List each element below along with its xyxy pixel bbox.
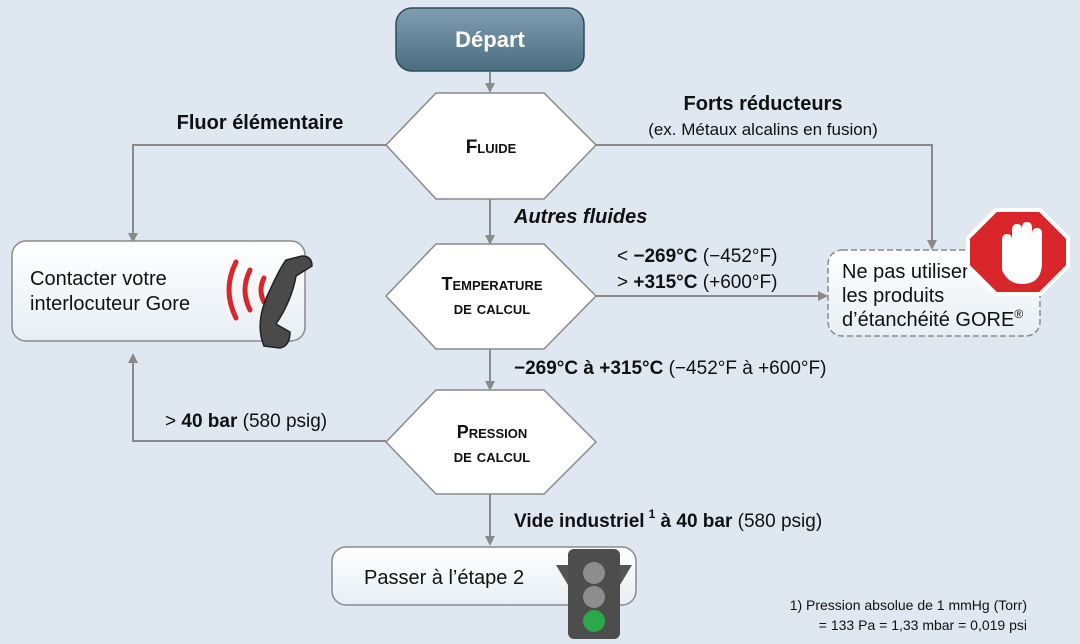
label-other-fluids: Autres fluides: [513, 206, 647, 228]
label-temp-range: −269°C à +315°C (−452°F à +600°F): [514, 358, 826, 379]
edge-pressure-contact: [128, 353, 386, 442]
label-temp-high: > +315°C (+600°F): [617, 272, 777, 293]
label-pressure-high: > 40 bar (580 psig): [165, 411, 327, 432]
decision-temperature-line2: de calcul: [454, 298, 531, 318]
decision-temperature: Temperature de calcul: [384, 243, 598, 350]
stop-line1: Ne pas utiliser: [842, 261, 969, 283]
label-strong-reducers: Forts réducteurs: [684, 93, 843, 115]
edge-fluid-contact: [128, 144, 386, 243]
traffic-light-icon: [556, 549, 632, 639]
connectors: [128, 72, 937, 546]
stop-line3: d’étanchéité GORE®: [842, 307, 1023, 331]
contact-box: Contacter votre interlocuteur Gore: [11, 240, 313, 349]
next-step-box: Passer à l’étape 2: [331, 546, 637, 639]
decision-fluid: Fluide: [384, 92, 598, 200]
decision-pressure-line1: Pression: [457, 422, 528, 442]
stop-line2: les produits: [842, 285, 944, 307]
label-strong-reducers-note: (ex. Métaux alcalins en fusion): [648, 120, 878, 139]
decision-temperature-line1: Temperature: [441, 274, 542, 294]
stop-hand-icon: [966, 208, 1070, 296]
start-label: Départ: [455, 27, 525, 52]
edge-fluid-stop: [596, 144, 937, 250]
footnote-line2: = 133 Pa = 1,33 mbar = 0,019 psi: [819, 617, 1027, 633]
decision-pressure: Pression de calcul: [384, 389, 598, 495]
decision-fluid-label: Fluide: [466, 137, 517, 158]
label-fluorine: Fluor élémentaire: [177, 112, 344, 134]
contact-line2: interlocuteur Gore: [30, 293, 190, 315]
stop-box: Ne pas utiliser les produits d’étanchéit…: [827, 208, 1070, 337]
start-node: Départ: [395, 7, 585, 72]
phone-icon: [226, 255, 313, 349]
contact-line1: Contacter votre: [30, 268, 167, 290]
next-step-label: Passer à l’étape 2: [364, 567, 524, 589]
footnote-line1: 1) Pression absolue de 1 mmHg (Torr): [790, 597, 1027, 613]
decision-pressure-line2: de calcul: [454, 446, 531, 466]
label-temp-low: < −269°C (−452°F): [617, 246, 777, 267]
